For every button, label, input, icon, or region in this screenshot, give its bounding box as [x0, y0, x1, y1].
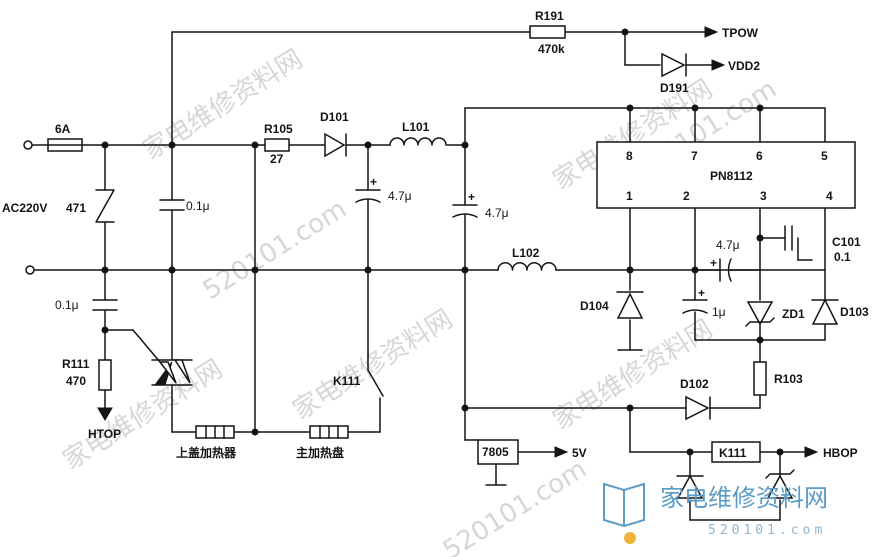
- capacitor-snubber: [92, 299, 118, 311]
- capacitor-1u: +: [682, 286, 708, 314]
- zener-zd1: [745, 301, 775, 327]
- diode-bottom-right: [765, 469, 795, 499]
- capacitor-c47a: +: [355, 175, 381, 203]
- label-heater-main: 主加热盘: [296, 445, 344, 460]
- label-vdd2: VDD2: [728, 59, 760, 73]
- label-d103: D103: [840, 305, 869, 319]
- label-zd1: ZD1: [782, 307, 805, 321]
- label-d101: D101: [320, 110, 349, 124]
- diode-d191: [661, 52, 687, 78]
- label-tpow: TPOW: [722, 26, 759, 40]
- capacitor-c101: [784, 225, 793, 251]
- label-hbop: HBOP: [823, 446, 858, 460]
- terminal-live: [23, 140, 33, 150]
- diode-d103: [811, 298, 839, 325]
- label-l102: L102: [512, 246, 540, 260]
- site-logo: 家电维修资料网 520101.com: [603, 482, 828, 544]
- label-pin6: 6: [756, 149, 763, 163]
- label-k111-coil: K111: [719, 446, 747, 460]
- junctions: [101, 28, 784, 456]
- label-l101: L101: [402, 120, 430, 134]
- ic-pn8112: [596, 141, 856, 209]
- watermark-text-7: 家电维修资料网: [548, 314, 718, 436]
- diode-bottom-left: [676, 474, 704, 499]
- inductor-l101: [389, 137, 447, 146]
- relay-coil-k111: [711, 441, 761, 463]
- label-r111-val: 470: [66, 374, 86, 388]
- label-htop: HTOP: [88, 427, 121, 441]
- label-pin2: 2: [683, 189, 690, 203]
- diode-d102: [685, 395, 711, 421]
- varistor: [95, 189, 115, 223]
- label-d104: D104: [580, 299, 609, 313]
- book-icon: [603, 482, 645, 544]
- svg-text:+: +: [370, 175, 377, 189]
- logo-text-cn: 家电维修资料网: [660, 484, 828, 512]
- labels: 6A AC220V 471 0.1μ 0.1μ R111 470 HTOP R1…: [2, 9, 869, 460]
- inductor-l102: [497, 262, 557, 271]
- label-cap-x: 0.1μ: [186, 199, 210, 213]
- capacitor-x: [159, 199, 185, 211]
- label-r191-name: R191: [535, 9, 564, 23]
- diode-d104: [616, 291, 644, 319]
- label-c101-val: 0.1: [834, 250, 851, 264]
- regulator-7805: [477, 439, 519, 465]
- label-ac-input: AC220V: [2, 201, 47, 215]
- heater-main: [309, 425, 349, 439]
- label-r191-val: 470k: [538, 42, 565, 56]
- htop-arrow: [97, 407, 113, 421]
- label-pin8: 8: [626, 149, 633, 163]
- heater-top: [195, 425, 235, 439]
- tpow-arrow: [704, 26, 719, 38]
- label-c47b: 4.7μ: [485, 206, 509, 220]
- resistor-r111: [98, 359, 112, 391]
- label-r105-name: R105: [264, 122, 293, 136]
- label-heater-top: 上盖加热器: [176, 445, 237, 460]
- resistor-r103: [753, 361, 767, 396]
- label-cap-snub: 0.1μ: [55, 298, 79, 312]
- label-fuse: 6A: [55, 122, 71, 136]
- triac: [151, 359, 193, 386]
- svg-text:+: +: [468, 190, 475, 204]
- fuse: [47, 138, 83, 152]
- hbop-arrow: [804, 446, 819, 458]
- watermark-text-8: 520101.com: [438, 454, 592, 557]
- watermark-text-2: 520101.com: [198, 194, 352, 306]
- label-pin5: 5: [821, 149, 828, 163]
- label-r111-name: R111: [62, 357, 90, 371]
- label-c47a: 4.7μ: [388, 189, 412, 203]
- label-ic-name: PN8112: [710, 169, 753, 183]
- vdd2-arrow: [711, 59, 726, 71]
- label-pin4: 4: [826, 189, 833, 203]
- label-pin3: 3: [760, 189, 767, 203]
- wires: [23, 31, 826, 521]
- label-r103: R103: [774, 372, 803, 386]
- capacitor-pin2: +: [710, 256, 732, 282]
- terminal-neutral: [25, 265, 35, 275]
- label-d102: D102: [680, 377, 709, 391]
- label-c-pin2: 4.7μ: [716, 238, 740, 252]
- label-d191: D191: [660, 81, 689, 95]
- resistor-r191: [529, 25, 566, 39]
- label-7805: 7805: [482, 445, 509, 459]
- diode-d101: [324, 132, 347, 158]
- label-pin1: 1: [626, 189, 633, 203]
- resistor-r105: [264, 138, 290, 152]
- five-v-arrow: [554, 446, 569, 458]
- label-5v: 5V: [572, 446, 587, 460]
- watermark-text-3: 家电维修资料网: [288, 304, 458, 426]
- svg-text:+: +: [698, 286, 705, 300]
- label-k111-contact: K111: [333, 374, 361, 388]
- label-c-1u: 1μ: [712, 305, 726, 319]
- label-r105-val: 27: [270, 152, 284, 166]
- label-c101-name: C101: [832, 235, 861, 249]
- logo-text-url: 520101.com: [708, 523, 826, 538]
- relay-contact-k111: [367, 369, 384, 397]
- capacitor-c47b: +: [452, 190, 478, 218]
- label-pin7: 7: [691, 149, 698, 163]
- svg-text:+: +: [710, 256, 717, 270]
- label-varistor: 471: [66, 201, 86, 215]
